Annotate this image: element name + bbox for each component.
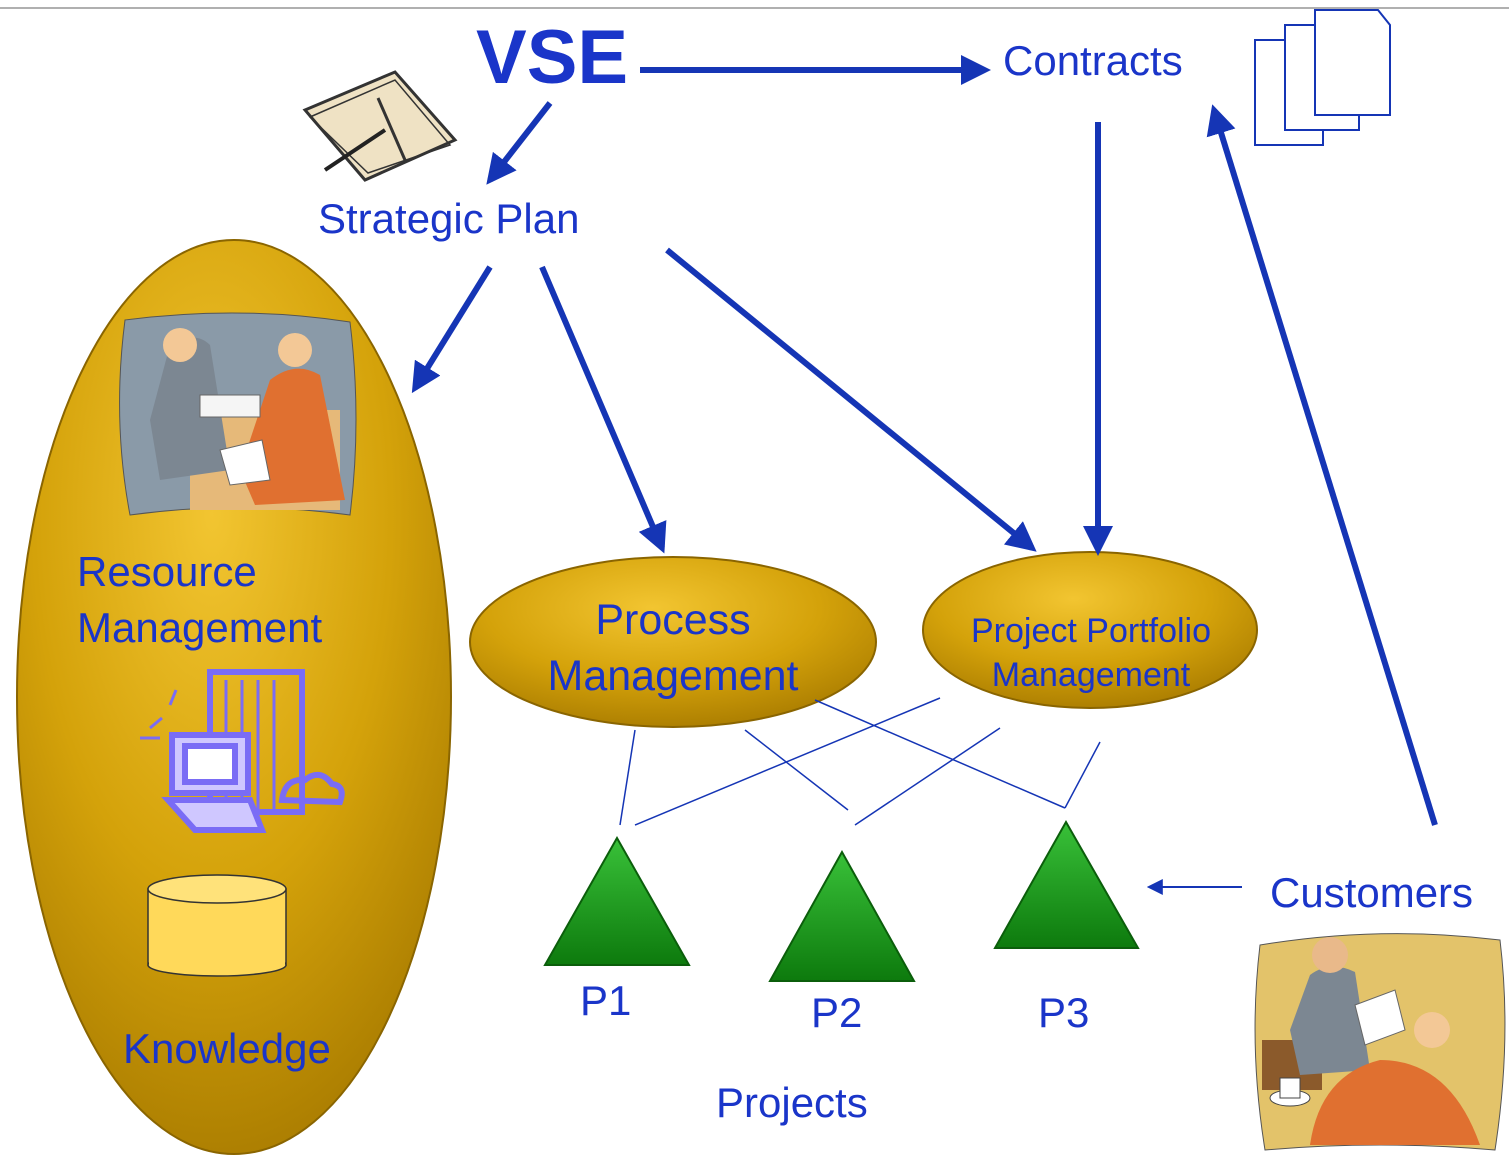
business-meeting-icon bbox=[119, 312, 357, 516]
project-portfolio-management-label: Project Portfolio Management bbox=[971, 612, 1211, 694]
arrow-plan-portfolio bbox=[665, 247, 1037, 552]
strategic-plan-label: Strategic Plan bbox=[318, 195, 580, 242]
diary-icon bbox=[302, 70, 458, 182]
connector-ppm-p1 bbox=[634, 697, 941, 826]
resource-management-label: Resource Management bbox=[77, 548, 323, 651]
customer-meeting-icon bbox=[1254, 933, 1506, 1151]
computer-network-icon bbox=[140, 669, 345, 833]
project-triangle-p3 bbox=[993, 819, 1140, 949]
process-management-ellipse bbox=[469, 556, 877, 728]
connector-pm-p2 bbox=[744, 729, 849, 811]
project-triangle-p1 bbox=[543, 835, 691, 966]
documents-icon bbox=[1254, 9, 1391, 146]
vse-title: VSE bbox=[476, 15, 629, 100]
connector-ppm-p3 bbox=[1064, 741, 1101, 809]
contracts-label: Contracts bbox=[1003, 37, 1183, 84]
project-triangle-p2 bbox=[768, 849, 916, 982]
arrow-plan-process bbox=[539, 265, 667, 554]
process-management-label: Process Management bbox=[547, 596, 799, 700]
customers-label: Customers bbox=[1270, 869, 1474, 916]
connector-ppm-p2 bbox=[854, 727, 1001, 826]
connector-lines bbox=[619, 697, 1101, 826]
project-label-p1: P1 bbox=[580, 977, 632, 1024]
database-icon bbox=[147, 874, 287, 977]
arrow-customers-contracts bbox=[1206, 104, 1438, 826]
project-label-p2: P2 bbox=[811, 989, 863, 1036]
arrow-plan-resource bbox=[411, 265, 493, 394]
arrow-vse-strategic-plan bbox=[486, 101, 553, 185]
connector-pm-p1 bbox=[619, 729, 636, 826]
project-label-p3: P3 bbox=[1038, 989, 1090, 1036]
knowledge-label: Knowledge bbox=[123, 1025, 331, 1072]
flow-arrows bbox=[411, 55, 1438, 826]
connector-pm-p3 bbox=[814, 699, 1066, 809]
projects-label: Projects bbox=[716, 1079, 868, 1126]
